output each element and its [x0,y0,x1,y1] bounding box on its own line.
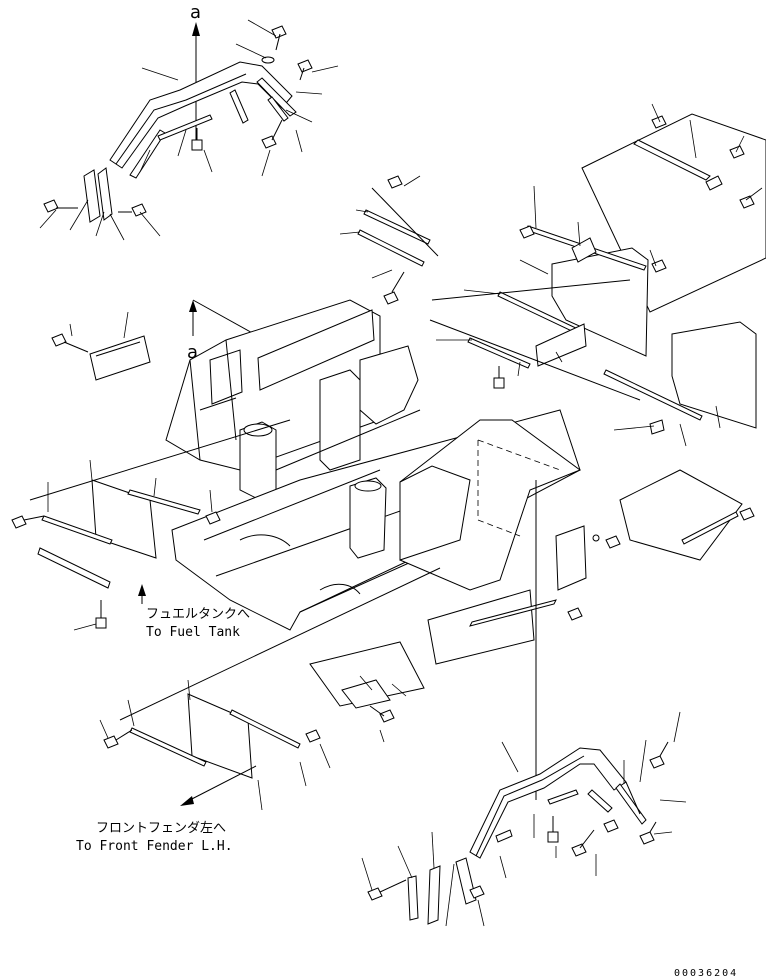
bolts-top-fender [43,25,313,223]
floor-plates-bottom-left [99,679,331,811]
drawing-number-block: 00036204 [674,968,738,979]
fuel-tank-label-jp: フュエルタンクへ [146,607,250,622]
main-frame [165,299,582,631]
floor-plates-left [11,311,291,631]
fuel-tank-callout: フュエルタンクへ To Fuel Tank [138,584,250,640]
fuel-tank-label-en: To Fuel Tank [146,625,240,640]
rear-fender-right [361,711,687,927]
view-letter-top: a [190,2,201,23]
cover-plates-upper-mid [339,175,439,305]
side-covers-right [429,103,766,621]
view-letter-mid: a [187,342,198,363]
front-fender-callout: フロントフェンダ左へ To Front Fender L.H. [76,765,257,854]
rear-fender-left [109,61,297,179]
front-fender-label-jp: フロントフェンダ左へ [96,821,226,836]
leader-lines-top [39,19,339,241]
floor-plates-lower [119,480,557,800]
drawing-number: 00036204 [674,968,738,979]
front-fender-label-en: To Front Fender L.H. [76,839,233,854]
